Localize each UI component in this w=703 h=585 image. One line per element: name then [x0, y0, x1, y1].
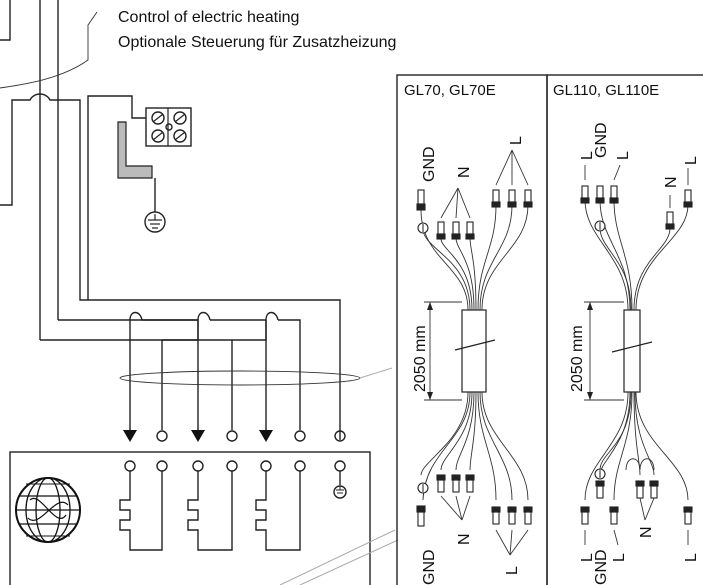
gl70-n-bottom: N: [456, 533, 473, 545]
caption-leader: [0, 11, 98, 89]
gl110-n-top: N: [663, 176, 680, 188]
panel-ground-icon: [333, 485, 347, 499]
panel-gl110-frame: [546, 74, 703, 585]
gl110-l-top-2: L: [615, 151, 632, 160]
wire-bus-3: [142, 319, 301, 430]
pointer-line-b: [299, 539, 399, 585]
pointer-line-a: [279, 529, 396, 585]
gl70-l-bottom: L: [504, 566, 521, 575]
gl110-dimension-label: 2050 mm: [569, 325, 586, 392]
terminal-block: [145, 107, 192, 147]
panel-gl110-title: GL110, GL110E: [553, 82, 659, 99]
globe-heater-icon: [15, 477, 81, 543]
gl110-gnd-top: GND: [593, 122, 610, 158]
gl110-l-top-3: L: [683, 156, 700, 165]
wire-main-l: [62, 99, 341, 440]
wire-hop-2: [197, 311, 211, 321]
gl70-cable: [416, 149, 533, 556]
gl70-gnd-top: GND: [421, 146, 438, 182]
control-box-edge: [0, 0, 11, 41]
gl110-n-bottom: N: [638, 526, 655, 538]
caption-line-2: Optionale Steuerung für Zusatzheizung: [118, 34, 396, 51]
gl110-l-bottom-3: L: [683, 553, 700, 562]
gl70-dimension-label: 2050 mm: [412, 325, 429, 392]
gl110-l-top-1: L: [579, 151, 596, 160]
gl70-n-top: N: [456, 166, 473, 178]
ground-symbol-icon: [144, 211, 166, 233]
ground-strip: [117, 121, 153, 179]
gl110-gnd-bottom: GND: [593, 549, 610, 585]
cable-bundle-ellipse: [119, 370, 361, 386]
gl70-gnd-bottom: GND: [421, 549, 438, 585]
panel-gl70-title: GL70, GL70E: [404, 82, 496, 99]
wire-terminal-feed: [87, 95, 146, 300]
wire-hop-1: [129, 311, 143, 321]
wire-loop: [0, 93, 62, 206]
heating-element-icon: [119, 471, 301, 551]
gl70-l-top: L: [508, 136, 525, 145]
gl110-cable: [580, 164, 693, 546]
wire-hop-3: [265, 311, 279, 321]
caption-line-1: Control of electric heating: [118, 9, 299, 26]
arrow-terminal-icon: [123, 430, 273, 442]
gl110-l-bottom-1: L: [579, 553, 596, 562]
ring-terminal-icon: [156, 430, 346, 442]
gl110-l-bottom-2: L: [611, 553, 628, 562]
wire-bus-1: [40, 319, 199, 430]
bundle-pointer: [359, 367, 393, 379]
